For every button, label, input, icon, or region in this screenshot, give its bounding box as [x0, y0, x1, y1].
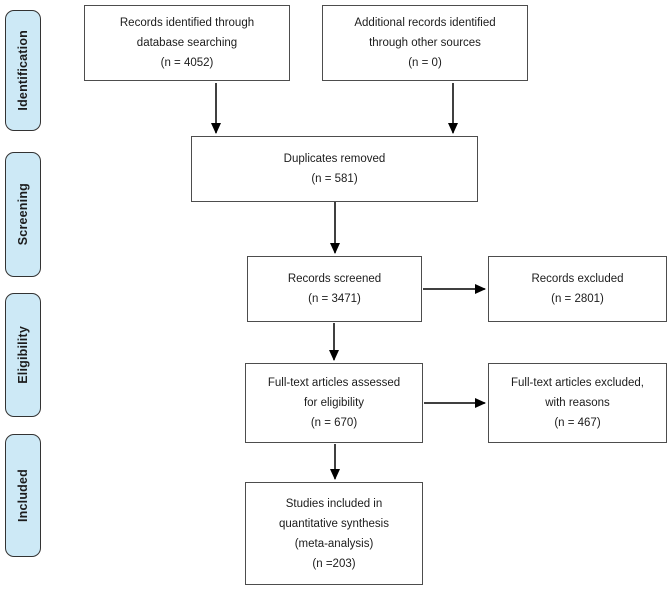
box-studies-included-text: Studies included in quantitative synthes…: [279, 497, 389, 570]
box-records-other-sources-text: Additional records identified through ot…: [354, 17, 496, 69]
box-fulltext-excluded-text: Full-text articles excluded, with reason…: [511, 377, 644, 429]
box-records-other-sources: Additional records identified through ot…: [322, 5, 528, 81]
box-records-database-search: Records identified through database sear…: [84, 5, 290, 81]
box-records-screened-text: Records screened (n = 3471): [287, 273, 382, 305]
stage-eligibility-label: Eligibility: [16, 326, 30, 384]
stage-included-label: Included: [16, 469, 30, 522]
box-records-excluded: Records excluded (n = 2801): [488, 256, 667, 322]
box-duplicates-removed-text: Duplicates removed (n = 581): [283, 153, 386, 185]
stage-identification: Identification: [5, 10, 41, 131]
box-fulltext-assessed-text: Full-text articles assessed for eligibil…: [267, 377, 401, 429]
stage-eligibility: Eligibility: [5, 293, 41, 417]
box-records-excluded-text: Records excluded (n = 2801): [531, 273, 624, 305]
box-duplicates-removed: Duplicates removed (n = 581): [191, 136, 478, 202]
stage-identification-label: Identification: [16, 30, 30, 111]
stage-screening-label: Screening: [16, 183, 30, 246]
stage-included: Included: [5, 434, 41, 557]
box-studies-included: Studies included in quantitative synthes…: [245, 482, 423, 585]
stage-screening: Screening: [5, 152, 41, 277]
box-records-screened: Records screened (n = 3471): [247, 256, 422, 322]
box-fulltext-assessed: Full-text articles assessed for eligibil…: [245, 363, 423, 443]
box-records-database-search-text: Records identified through database sear…: [119, 17, 255, 69]
box-fulltext-excluded: Full-text articles excluded, with reason…: [488, 363, 667, 443]
